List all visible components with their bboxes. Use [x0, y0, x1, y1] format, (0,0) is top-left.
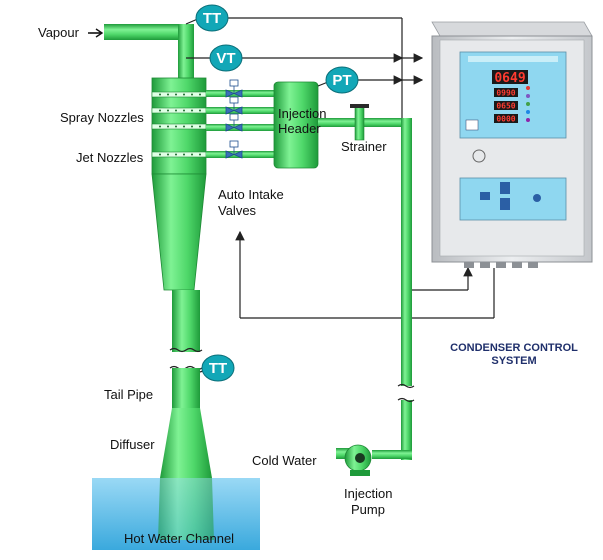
label-auto-intake-2: Valves: [218, 203, 257, 218]
auto-intake-valves: [225, 79, 243, 159]
label-injection-pump-1: Injection: [344, 486, 392, 501]
label-tail-pipe: Tail Pipe: [104, 387, 153, 402]
tt-top-label: TT: [203, 10, 221, 27]
pt-instrument: PT: [317, 66, 359, 94]
tt-bottom-label: TT: [209, 360, 227, 377]
label-cold-water: Cold Water: [252, 453, 317, 468]
vapour-pipe: [104, 24, 194, 82]
vt-instrument: VT: [186, 44, 243, 72]
display-3: 0650: [496, 102, 515, 111]
vt-label: VT: [216, 50, 235, 67]
system-title-2: SYSTEM: [491, 355, 536, 367]
label-injection-header-1: Injection: [278, 106, 326, 121]
vapour-arrow: [88, 28, 104, 38]
status-leds: [526, 86, 530, 122]
label-injection-pump-2: Pump: [351, 502, 385, 517]
pt-label: PT: [332, 72, 351, 89]
keypad-panel: [459, 177, 567, 221]
display-main: 0649: [494, 71, 525, 86]
system-title-1: CONDENSER CONTROL: [450, 342, 578, 354]
label-strainer: Strainer: [341, 139, 387, 154]
keypad-button-left: [480, 192, 490, 200]
keypad-button-up: [500, 182, 510, 194]
tail-pipe: [158, 368, 214, 540]
label-hot-water-channel: Hot Water Channel: [124, 531, 234, 546]
pipe-break-2: [397, 383, 415, 403]
cold-water-line: [318, 118, 412, 460]
injection-pump: [344, 444, 372, 476]
cable-glands: [464, 262, 538, 268]
label-spray-nozzles: Spray Nozzles: [60, 110, 144, 125]
keypad-button-down: [500, 198, 510, 210]
brand-logo: [472, 149, 486, 163]
tt-bottom-instrument: TT: [199, 354, 235, 382]
label-jet-nozzles: Jet Nozzles: [76, 150, 144, 165]
condenser-body: [151, 77, 207, 352]
label-diffuser: Diffuser: [110, 437, 155, 452]
strainer: [350, 104, 369, 141]
control-panel-cabinet: 0649 0990 0650 0000: [431, 21, 593, 268]
label-auto-intake-1: Auto Intake: [218, 187, 284, 202]
keypad-button-round: [533, 194, 541, 202]
display-4: 0000: [496, 115, 515, 124]
label-vapour: Vapour: [38, 25, 80, 40]
label-injection-header-2: Header: [278, 121, 321, 136]
display-2: 0990: [496, 89, 515, 98]
tt-top-instrument: TT: [185, 4, 229, 32]
